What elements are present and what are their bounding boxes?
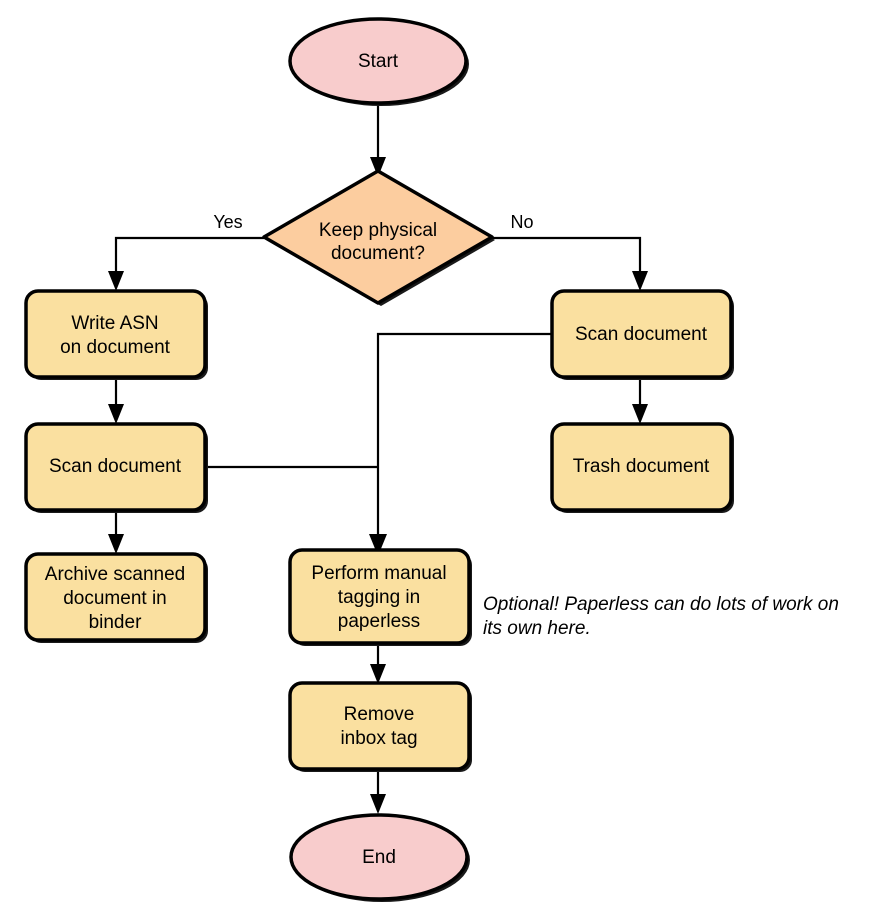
annotation-line1: Optional! Paperless can do lots of work … xyxy=(483,594,839,615)
archive-label-line3: binder xyxy=(89,612,142,633)
remove-inbox-label-line2: inbox tag xyxy=(340,728,417,749)
edge-label-no: No xyxy=(510,212,533,232)
tagging-label-line2: tagging in xyxy=(338,587,420,608)
node-write-asn-on-document[interactable]: Write ASN on document xyxy=(24,289,208,380)
archive-label-line1: Archive scanned xyxy=(45,564,185,585)
write-asn-label-line1: Write ASN xyxy=(71,313,158,334)
edge-label-yes: Yes xyxy=(213,212,242,232)
annotation-note: Optional! Paperless can do lots of work … xyxy=(483,594,839,639)
trash-label: Trash document xyxy=(573,456,710,477)
decision-label-line2: document? xyxy=(331,243,425,264)
node-start[interactable]: Start xyxy=(288,17,469,106)
write-asn-label-line2: on document xyxy=(60,337,171,358)
edge-scanleft-to-archive xyxy=(108,512,124,554)
node-scan-document-right[interactable]: Scan document xyxy=(550,289,734,380)
edge-tagging-to-removeinbox xyxy=(370,646,386,684)
edge-scanright-to-trash xyxy=(632,380,648,424)
annotation-line2: its own here. xyxy=(483,618,591,639)
edge-scanright-to-tagging xyxy=(369,332,552,556)
start-ellipse xyxy=(288,17,468,105)
scan-right-label: Scan document xyxy=(575,324,708,345)
node-trash-document[interactable]: Trash document xyxy=(550,422,734,513)
edge-start-to-decision xyxy=(370,103,386,177)
tagging-label-line1: Perform manual xyxy=(311,563,446,584)
archive-box xyxy=(24,552,207,642)
node-perform-manual-tagging[interactable]: Perform manual tagging in paperless xyxy=(288,548,472,646)
decision-label-line1: Keep physical xyxy=(319,220,437,241)
edge-decision-yes xyxy=(108,236,264,291)
write-asn-box xyxy=(24,289,207,379)
edge-writeasn-to-scanleft xyxy=(108,380,124,424)
node-remove-inbox-tag[interactable]: Remove inbox tag xyxy=(288,681,472,772)
edge-removeinbox-to-end xyxy=(370,772,386,814)
end-label: End xyxy=(362,847,396,868)
trash-box xyxy=(550,422,733,512)
scan-left-label: Scan document xyxy=(49,456,182,477)
remove-inbox-box xyxy=(288,681,471,771)
end-ellipse xyxy=(289,813,469,901)
archive-label-line2: document in xyxy=(63,588,167,609)
start-label: Start xyxy=(358,51,399,72)
tagging-label-line3: paperless xyxy=(338,611,420,632)
decision-diamond xyxy=(262,169,494,305)
connector-layer xyxy=(108,103,648,814)
tagging-box xyxy=(288,548,471,645)
node-decision-keep-physical-document[interactable]: Keep physical document? xyxy=(262,169,495,306)
node-end[interactable]: End xyxy=(289,813,470,902)
scan-right-box xyxy=(550,289,733,379)
scan-left-box xyxy=(24,422,207,512)
edge-decision-no xyxy=(492,236,648,291)
node-archive-scanned-document[interactable]: Archive scanned document in binder xyxy=(24,552,208,643)
remove-inbox-label-line1: Remove xyxy=(344,704,415,725)
node-scan-document-left[interactable]: Scan document xyxy=(24,422,208,513)
